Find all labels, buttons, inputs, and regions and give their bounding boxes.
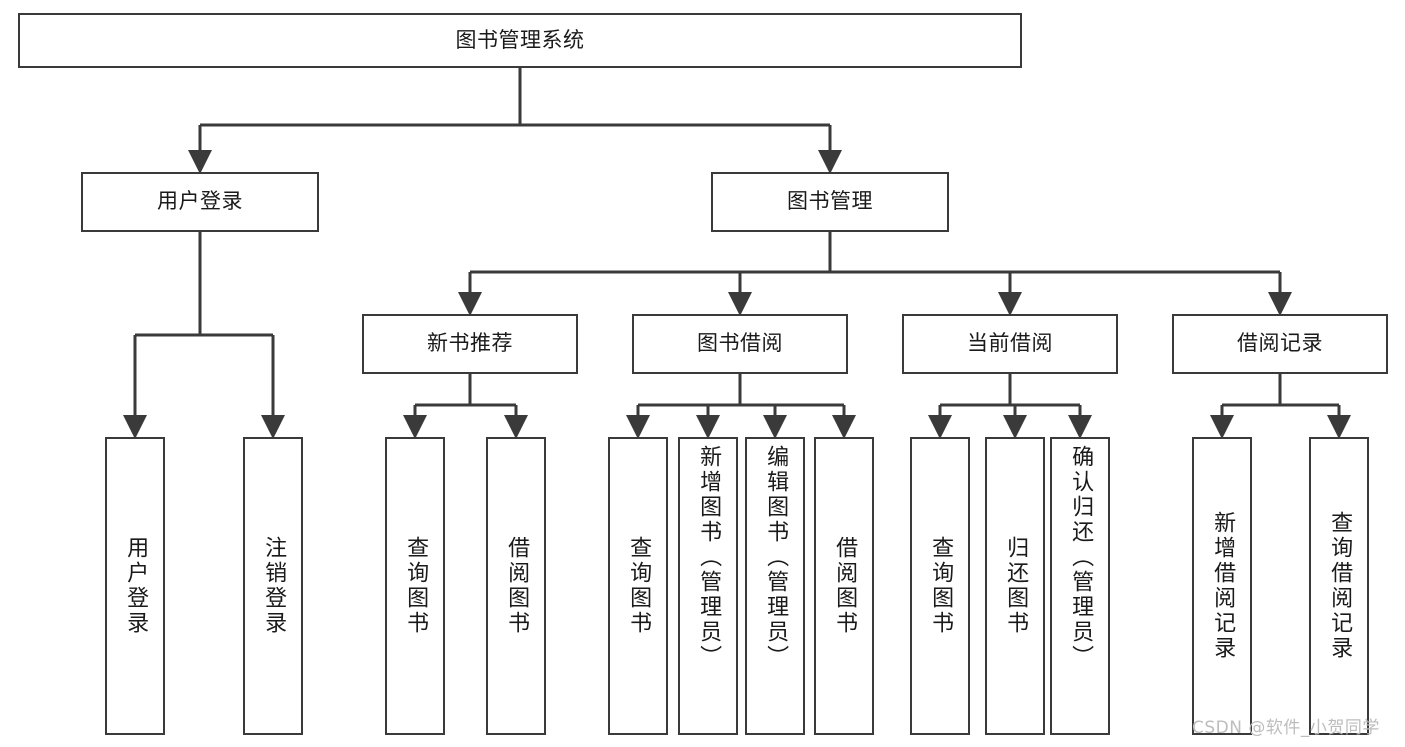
node-leaf-query-book-3[interactable]: 查询图书 [910,437,970,735]
node-label: 用户登录 [157,189,243,214]
node-label: 借阅图书 [504,536,530,636]
node-root-book-management-system[interactable]: 图书管理系统 [18,13,1022,68]
node-leaf-borrow-book-2[interactable]: 借阅图书 [814,437,874,735]
node-label: 查询图书 [403,536,429,636]
node-borrow-record[interactable]: 借阅记录 [1172,314,1388,374]
node-label: 查询图书 [928,536,954,636]
node-label: 确认归还（管理员） [1068,445,1094,670]
node-leaf-logout[interactable]: 注销登录 [243,437,303,735]
node-leaf-confirm-return[interactable]: 确认归还（管理员） [1050,437,1110,735]
node-leaf-add-book[interactable]: 新增图书（管理员） [678,437,738,735]
node-leaf-edit-book[interactable]: 编辑图书（管理员） [745,437,805,735]
node-leaf-user-login[interactable]: 用户登录 [105,437,165,735]
node-leaf-return-book[interactable]: 归还图书 [985,437,1045,735]
node-label: 图书管理 [787,189,873,214]
node-user-login[interactable]: 用户登录 [81,172,319,232]
node-label: 新增借阅记录 [1210,511,1236,661]
node-current-borrow[interactable]: 当前借阅 [902,314,1118,374]
node-label: 归还图书 [1003,536,1029,636]
node-label: 借阅记录 [1237,331,1323,356]
node-label: 新书推荐 [427,331,513,356]
node-label: 注销登录 [261,536,287,636]
node-leaf-borrow-book-1[interactable]: 借阅图书 [486,437,546,735]
node-label: 新增图书（管理员） [696,445,722,670]
node-leaf-query-borrow-record[interactable]: 查询借阅记录 [1309,437,1369,735]
node-label: 图书借阅 [697,331,783,356]
node-label: 查询借阅记录 [1327,511,1353,661]
node-label: 查询图书 [626,536,652,636]
node-new-book-recommend[interactable]: 新书推荐 [362,314,578,374]
node-label: 用户登录 [123,536,149,636]
node-label: 当前借阅 [967,331,1053,356]
watermark-csdn: CSDN @软件_小贺同学 [1192,718,1380,738]
node-leaf-query-book-1[interactable]: 查询图书 [385,437,445,735]
node-book-borrow[interactable]: 图书借阅 [632,314,848,374]
node-leaf-query-book-2[interactable]: 查询图书 [608,437,668,735]
node-label: 编辑图书（管理员） [763,445,789,670]
node-leaf-add-borrow-record[interactable]: 新增借阅记录 [1192,437,1252,735]
node-label: 借阅图书 [832,536,858,636]
node-book-manage[interactable]: 图书管理 [711,172,949,232]
node-label: 图书管理系统 [455,27,585,52]
